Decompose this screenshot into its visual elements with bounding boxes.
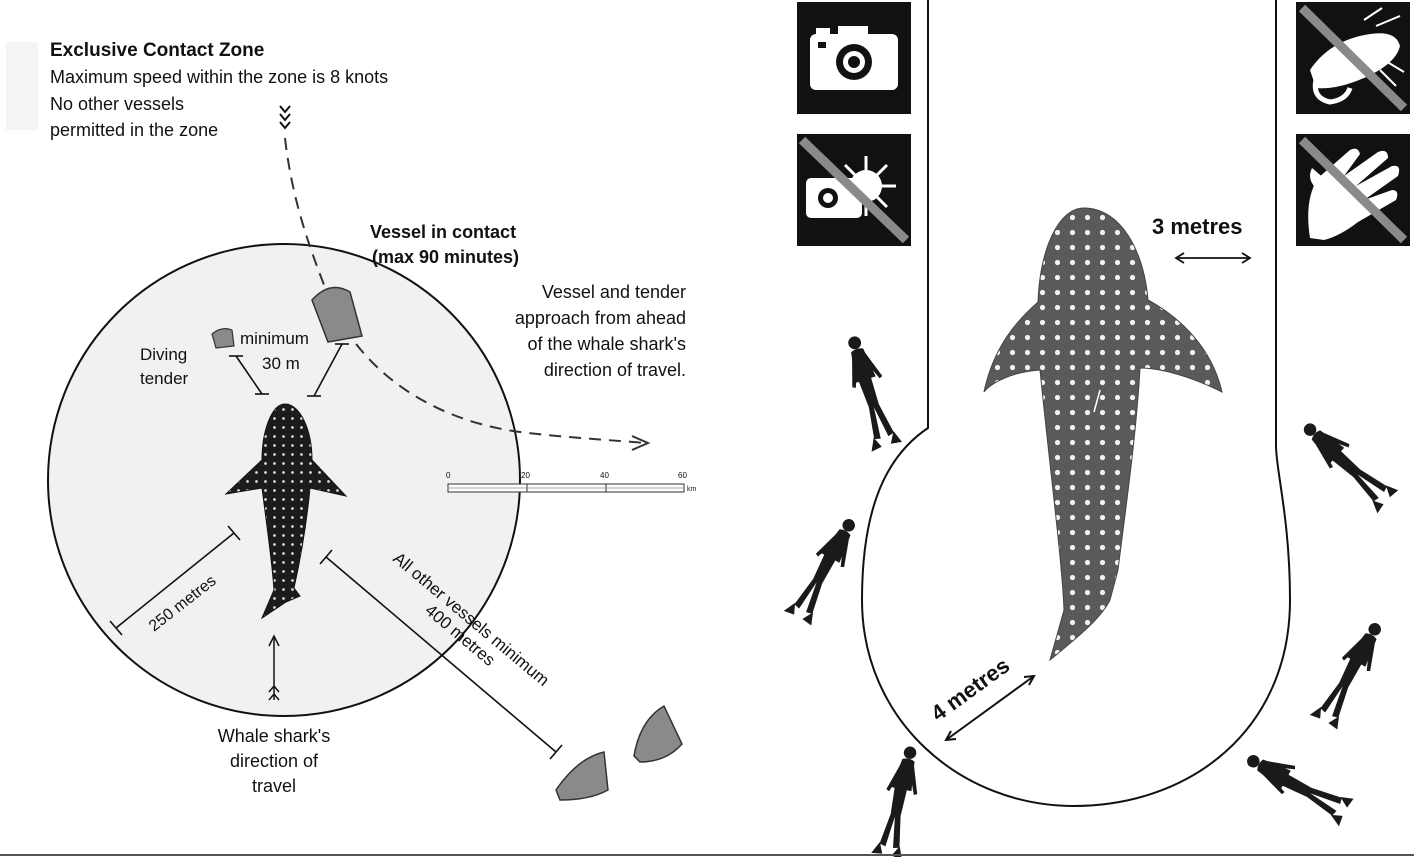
direction-label-line1: Whale shark's — [218, 726, 330, 746]
diver-figure — [1239, 744, 1355, 827]
diver-figure — [1293, 413, 1400, 514]
direction-of-travel-arrow — [268, 634, 280, 701]
diving-tender-label-line2: tender — [140, 369, 189, 388]
scale-tick: 40 — [600, 471, 609, 480]
no-riding-icon — [1296, 2, 1410, 114]
diver-figure — [835, 331, 904, 452]
length-label: 4 metres — [926, 653, 1014, 726]
vessel-distance-arrow — [307, 343, 349, 397]
diver-figure — [1309, 615, 1392, 731]
diver-figure — [871, 743, 927, 857]
approach-text-line2: approach from ahead — [515, 308, 686, 328]
zone-title: Exclusive Contact Zone — [50, 40, 264, 61]
length-arrow — [944, 674, 1036, 742]
whale-shark-small — [224, 403, 348, 620]
contact-vessel — [311, 286, 363, 343]
zone-permitted-text: permitted in the zone — [50, 120, 218, 140]
margin-box — [6, 42, 38, 130]
width-arrow — [1174, 252, 1252, 264]
other-vessel — [633, 704, 683, 763]
radius-arrow — [109, 525, 241, 636]
tender-distance-arrow — [229, 355, 269, 395]
no-flash-photography-icon — [797, 134, 911, 246]
width-label: 3 metres — [1152, 214, 1243, 239]
scale-unit: km — [687, 486, 697, 493]
no-entry-zone-outline — [860, 0, 1292, 808]
vessel-contact-label: Vessel in contact — [370, 222, 516, 242]
other-vessels-distance-arrow — [319, 549, 563, 760]
diver-figure — [783, 511, 866, 627]
direction-label-line2: direction of — [230, 751, 319, 771]
approach-path — [284, 137, 647, 444]
scale-bar: 0 20 40 60 km — [446, 471, 697, 493]
whale-shark-large — [983, 207, 1223, 662]
diving-tender — [211, 328, 235, 349]
zone-vessels-text: No other vessels — [50, 94, 184, 114]
minimum-label-line2: 30 m — [262, 354, 300, 373]
diving-tender-label-line1: Diving — [140, 345, 187, 364]
camera-icon — [797, 2, 911, 114]
approach-text-line1: Vessel and tender — [542, 282, 686, 302]
no-touching-icon — [1296, 134, 1410, 246]
scale-tick: 20 — [521, 471, 530, 480]
vessel-contact-duration: (max 90 minutes) — [372, 247, 519, 267]
zone-speed-text: Maximum speed within the zone is 8 knots — [50, 67, 388, 87]
chevron-icon — [279, 105, 291, 130]
approach-text-line4: direction of travel. — [544, 360, 686, 380]
approach-text-line3: of the whale shark's — [527, 334, 686, 354]
scale-tick: 60 — [678, 471, 687, 480]
minimum-label-line1: minimum — [240, 329, 309, 348]
approach-arrowhead — [631, 435, 651, 451]
other-vessel — [555, 751, 609, 801]
scale-tick: 0 — [446, 471, 451, 480]
direction-label-line3: travel — [252, 776, 296, 796]
